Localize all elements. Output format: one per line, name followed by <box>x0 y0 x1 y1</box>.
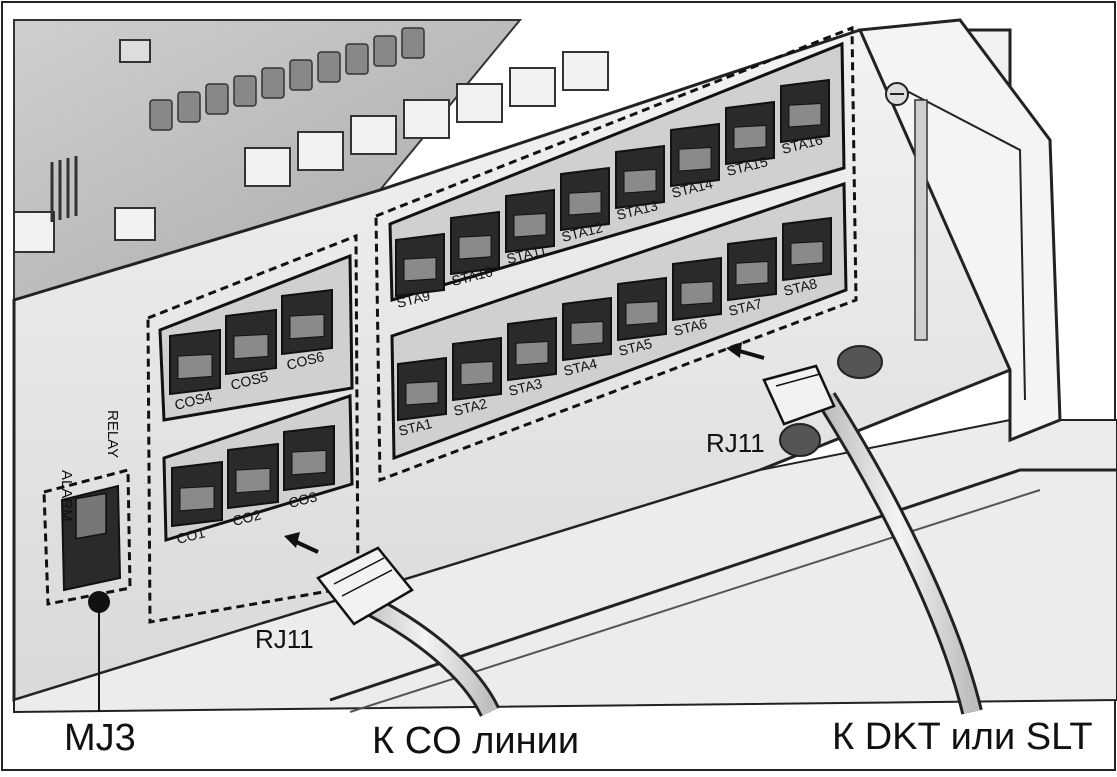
sta-lower-jack-sta4 <box>563 298 611 360</box>
sta-lower-jack-sta3 <box>508 318 556 380</box>
sta-upper-jack-sta11 <box>506 190 554 252</box>
co-lower-jack-co2 <box>228 444 278 508</box>
relay-label: RELAY <box>104 410 121 458</box>
sta-lower-jack-sta2 <box>453 338 501 400</box>
co-upper-jack-cos4 <box>170 330 220 394</box>
sta-upper-jack-sta14 <box>671 124 719 186</box>
rj11-label-right: RJ11 <box>706 428 765 458</box>
co-upper-jack-cos6 <box>282 290 332 354</box>
co-lower-jack-co1 <box>172 462 222 526</box>
sta-upper-jack-sta9 <box>396 234 444 296</box>
caption-dkt-slt: К DKT или SLT <box>832 715 1093 759</box>
sta-upper-jack-sta13 <box>616 146 664 208</box>
co-upper-jack-cos5 <box>226 310 276 374</box>
sta-lower-jack-sta6 <box>673 258 721 320</box>
sta-upper-jack-sta12 <box>561 168 609 230</box>
sta-lower-jack-sta7 <box>728 238 776 300</box>
co-lower-jack-co3 <box>284 426 334 490</box>
rj11-label-left: RJ11 <box>255 624 314 654</box>
alarm-label: ALARM <box>58 470 75 522</box>
sta-upper-jack-sta15 <box>726 102 774 164</box>
sta-lower-jack-sta8 <box>783 218 831 280</box>
sta-upper-jack-sta16 <box>781 80 829 142</box>
sta-lower-jack-sta5 <box>618 278 666 340</box>
sta-lower-jack-sta1 <box>398 358 446 420</box>
sta-upper-jack-sta10 <box>451 212 499 274</box>
caption-co-lines: К CO линии <box>372 719 579 763</box>
caption-mj3: MJ3 <box>64 716 136 760</box>
